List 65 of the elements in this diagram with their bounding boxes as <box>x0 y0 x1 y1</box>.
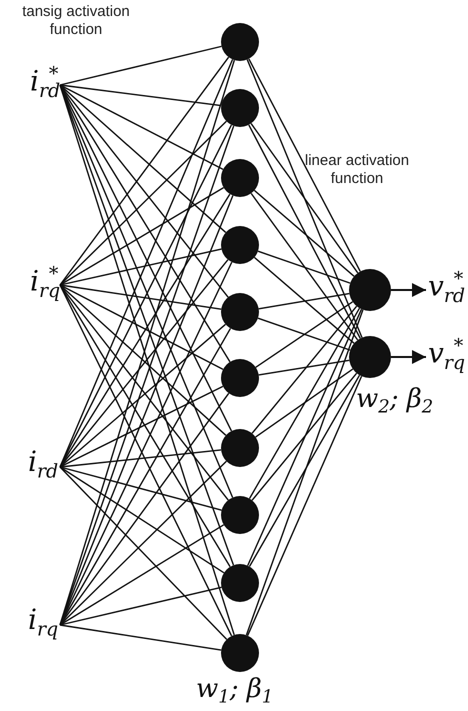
connection-line <box>250 123 358 274</box>
connection-line <box>60 84 226 233</box>
neuron-circle <box>221 226 259 264</box>
connection-line <box>60 248 222 286</box>
connection-line <box>246 59 363 338</box>
connection-line <box>59 56 230 286</box>
connection-line <box>60 187 224 286</box>
connection-line <box>246 310 364 636</box>
weight-label: w$_{2}$; β$_{2}$ <box>356 386 434 416</box>
arrow <box>391 350 426 364</box>
neuron-circle <box>221 159 259 197</box>
connection-line <box>59 194 230 468</box>
neuron-circle <box>221 496 259 534</box>
connection-line <box>250 192 358 340</box>
connection-line <box>60 84 224 170</box>
connection-line <box>247 308 362 566</box>
neuron-circle <box>221 293 259 331</box>
layer-caption: tansig activation function <box>21 3 131 39</box>
connection-line <box>258 292 350 310</box>
connection-line <box>59 124 232 468</box>
connection-line <box>248 58 361 272</box>
connection-line <box>258 360 350 376</box>
connection-line <box>60 524 224 626</box>
connection-line <box>59 84 231 362</box>
connection-line <box>60 284 224 370</box>
connection-line <box>60 624 222 651</box>
neuron-circle <box>221 429 259 467</box>
weight-label: w$_{1}$; β$_{1}$ <box>196 676 274 706</box>
neuron-circle <box>349 336 391 378</box>
connection-line <box>60 466 222 511</box>
connection-line <box>254 190 355 277</box>
connection-line <box>248 124 361 339</box>
connection-line <box>60 324 226 468</box>
connection-line <box>60 449 222 468</box>
layer-caption: linear activation function <box>304 152 410 188</box>
connection-line <box>60 84 222 106</box>
connection-line <box>59 284 231 568</box>
arrow <box>391 283 426 297</box>
connection-line <box>252 306 358 434</box>
signal-label: i$_{rq}$ <box>28 606 58 640</box>
connection-line <box>258 250 350 284</box>
connection-line <box>248 308 360 499</box>
neuron-circle <box>221 634 259 672</box>
signal-label: i$_{rd}$ <box>28 448 58 482</box>
connection-line <box>59 84 232 432</box>
connection-line <box>60 284 226 436</box>
connection-line <box>254 256 355 344</box>
connection-line <box>60 284 222 310</box>
connection-line <box>60 386 224 468</box>
connection-line <box>248 374 360 567</box>
connection-line <box>247 376 362 636</box>
connection-line <box>60 586 222 626</box>
connection-line <box>60 466 224 574</box>
connection-line <box>60 120 227 286</box>
neuron-circle <box>221 359 259 397</box>
connection-line <box>258 318 350 351</box>
connection-line <box>252 372 358 501</box>
neuron-circle <box>349 269 391 311</box>
connection-line <box>255 301 353 368</box>
neuron-circle <box>221 564 259 602</box>
neuron-circle <box>221 23 259 61</box>
connection-line <box>59 328 232 626</box>
connection-line <box>255 368 354 438</box>
connection-line <box>60 46 222 86</box>
neuron-circle <box>221 89 259 127</box>
